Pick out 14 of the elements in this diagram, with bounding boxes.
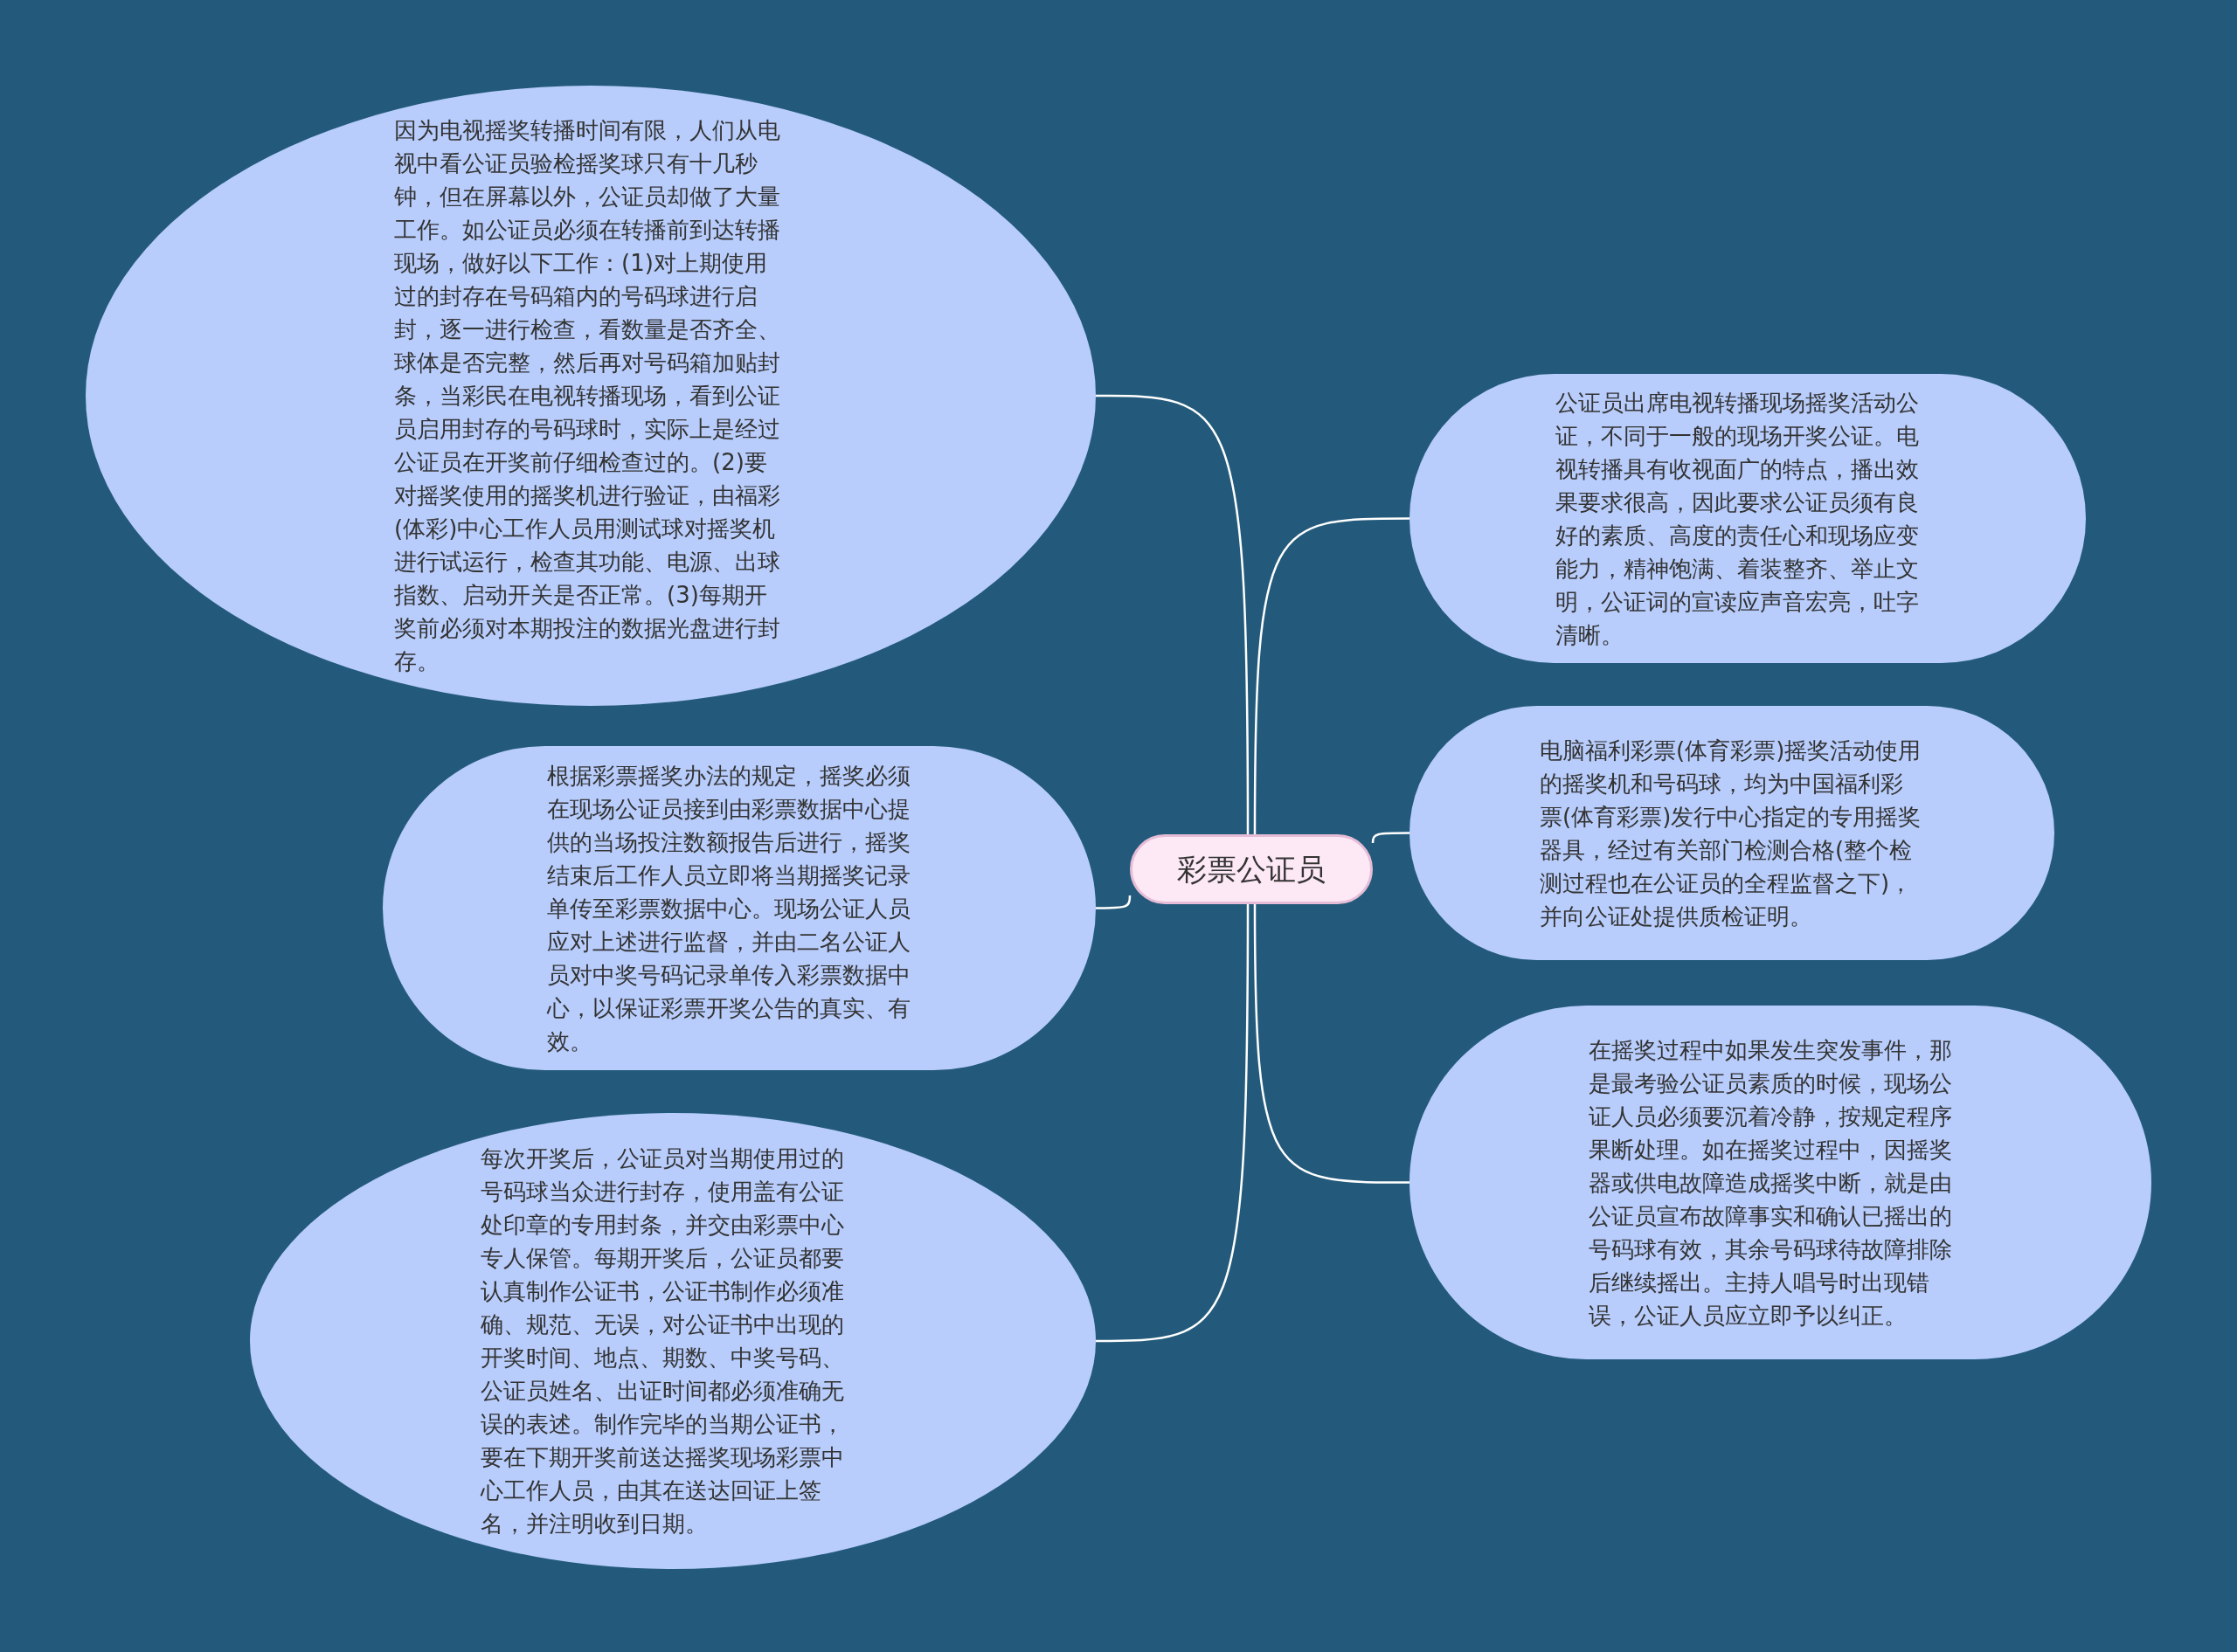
paragraph-text: 根据彩票摇奖办法的规定，摇奖必须在现场公证员接到由彩票数据中心提供的当场投注数额报告后进行，摇奖结束后工作人员立即将当期摇奖记录单传至彩票数据中心。现场公证人员应对上述进行监督，并由二名公证人员对中奖号码记录单传入彩票数据中心，以保证彩票开奖公告的真实、有效。 xyxy=(547,761,911,1056)
paragraph-text: 因为电视摇奖转播时间有限，人们从电视中看公证员验检摇奖球只有十几秒钟，但在屏幕以外，公证员却做了大量工作。如公证员必须在转播前到达转播现场，做好以下工作：(1)对上期使用过的封存在号码箱内的号码球进行启封，逐一进行检查，看数量是否齐全、球体是否完整，然后再对号码箱加贴封条，当彩民在电视转播现场，看到公证员启用封存的号码球时，实际上是经过公证员在开奖前仔细检查过的。(2)要对摇奖使用的摇奖机进行验证，由福彩(体彩)中心工作人员用测试球对摇奖机进行试运行，检查其功能、电源、出球指数、启动开关是否正常。(3)每期开奖前必须对本期投注的数据光盘进行封存。 xyxy=(394,116,781,676)
paragraph-text: 公证员出席电视转播现场摇奖活动公证，不同于一般的现场开奖公证。电视转播具有收视面广的特点，播出效果要求很高，因此要求公证员须有良好的素质、高度的责任心和现场应变能力，精神饱满、着装整齐、举止文明，公证词的宣读应声音宏亮，吐字清晰。 xyxy=(1555,388,1920,650)
central-topic-node xyxy=(1130,834,1373,904)
topic-title: 彩票公证员 xyxy=(1177,851,1326,888)
connector-line xyxy=(1096,394,1250,834)
paragraph-text: 电脑福利彩票(体育彩票)摇奖活动使用的摇奖机和号码球，均为中国福利彩票(体育彩票)发行中心指定的专用摇奖器具，经过有关部门检测合格(整个检测过程也在公证员的全程监督之下)，并向公证处提供质检证明。 xyxy=(1540,736,1922,931)
connector-line xyxy=(1253,517,1409,834)
connector-line xyxy=(1096,904,1250,1343)
connector-line xyxy=(1371,832,1409,844)
connector-line xyxy=(1096,895,1132,909)
connector-line xyxy=(1253,904,1409,1184)
paragraph-text: 每次开奖后，公证员对当期使用过的号码球当众进行封存，使用盖有公证处印章的专用封条，并交由彩票中心专人保管。每期开奖后，公证员都要认真制作公证书，公证书制作必须准确、规范、无误，对公证书中出现的开奖时间、地点、期数、中奖号码、公证员姓名、出证时间都必须准确无误的表述。制作完毕的当期公证书，要在下期开奖前送达摇奖现场彩票中心工作人员，由其在送达回证上签名，并注明收到日期。 xyxy=(481,1144,845,1538)
paragraph-text: 在摇奖过程中如果发生突发事件，那是最考验公证员素质的时候，现场公证人员必须要沉着冷静，按规定程序果断处理。如在摇奖过程中，因摇奖器或供电故障造成摇奖中断，就是由公证员宣布故障事实和确认已摇出的号码球有效，其余号码球待故障排除后继续摇出。主持人唱号时出现错误，公证人员应立即予以纠正。 xyxy=(1588,1035,1953,1331)
